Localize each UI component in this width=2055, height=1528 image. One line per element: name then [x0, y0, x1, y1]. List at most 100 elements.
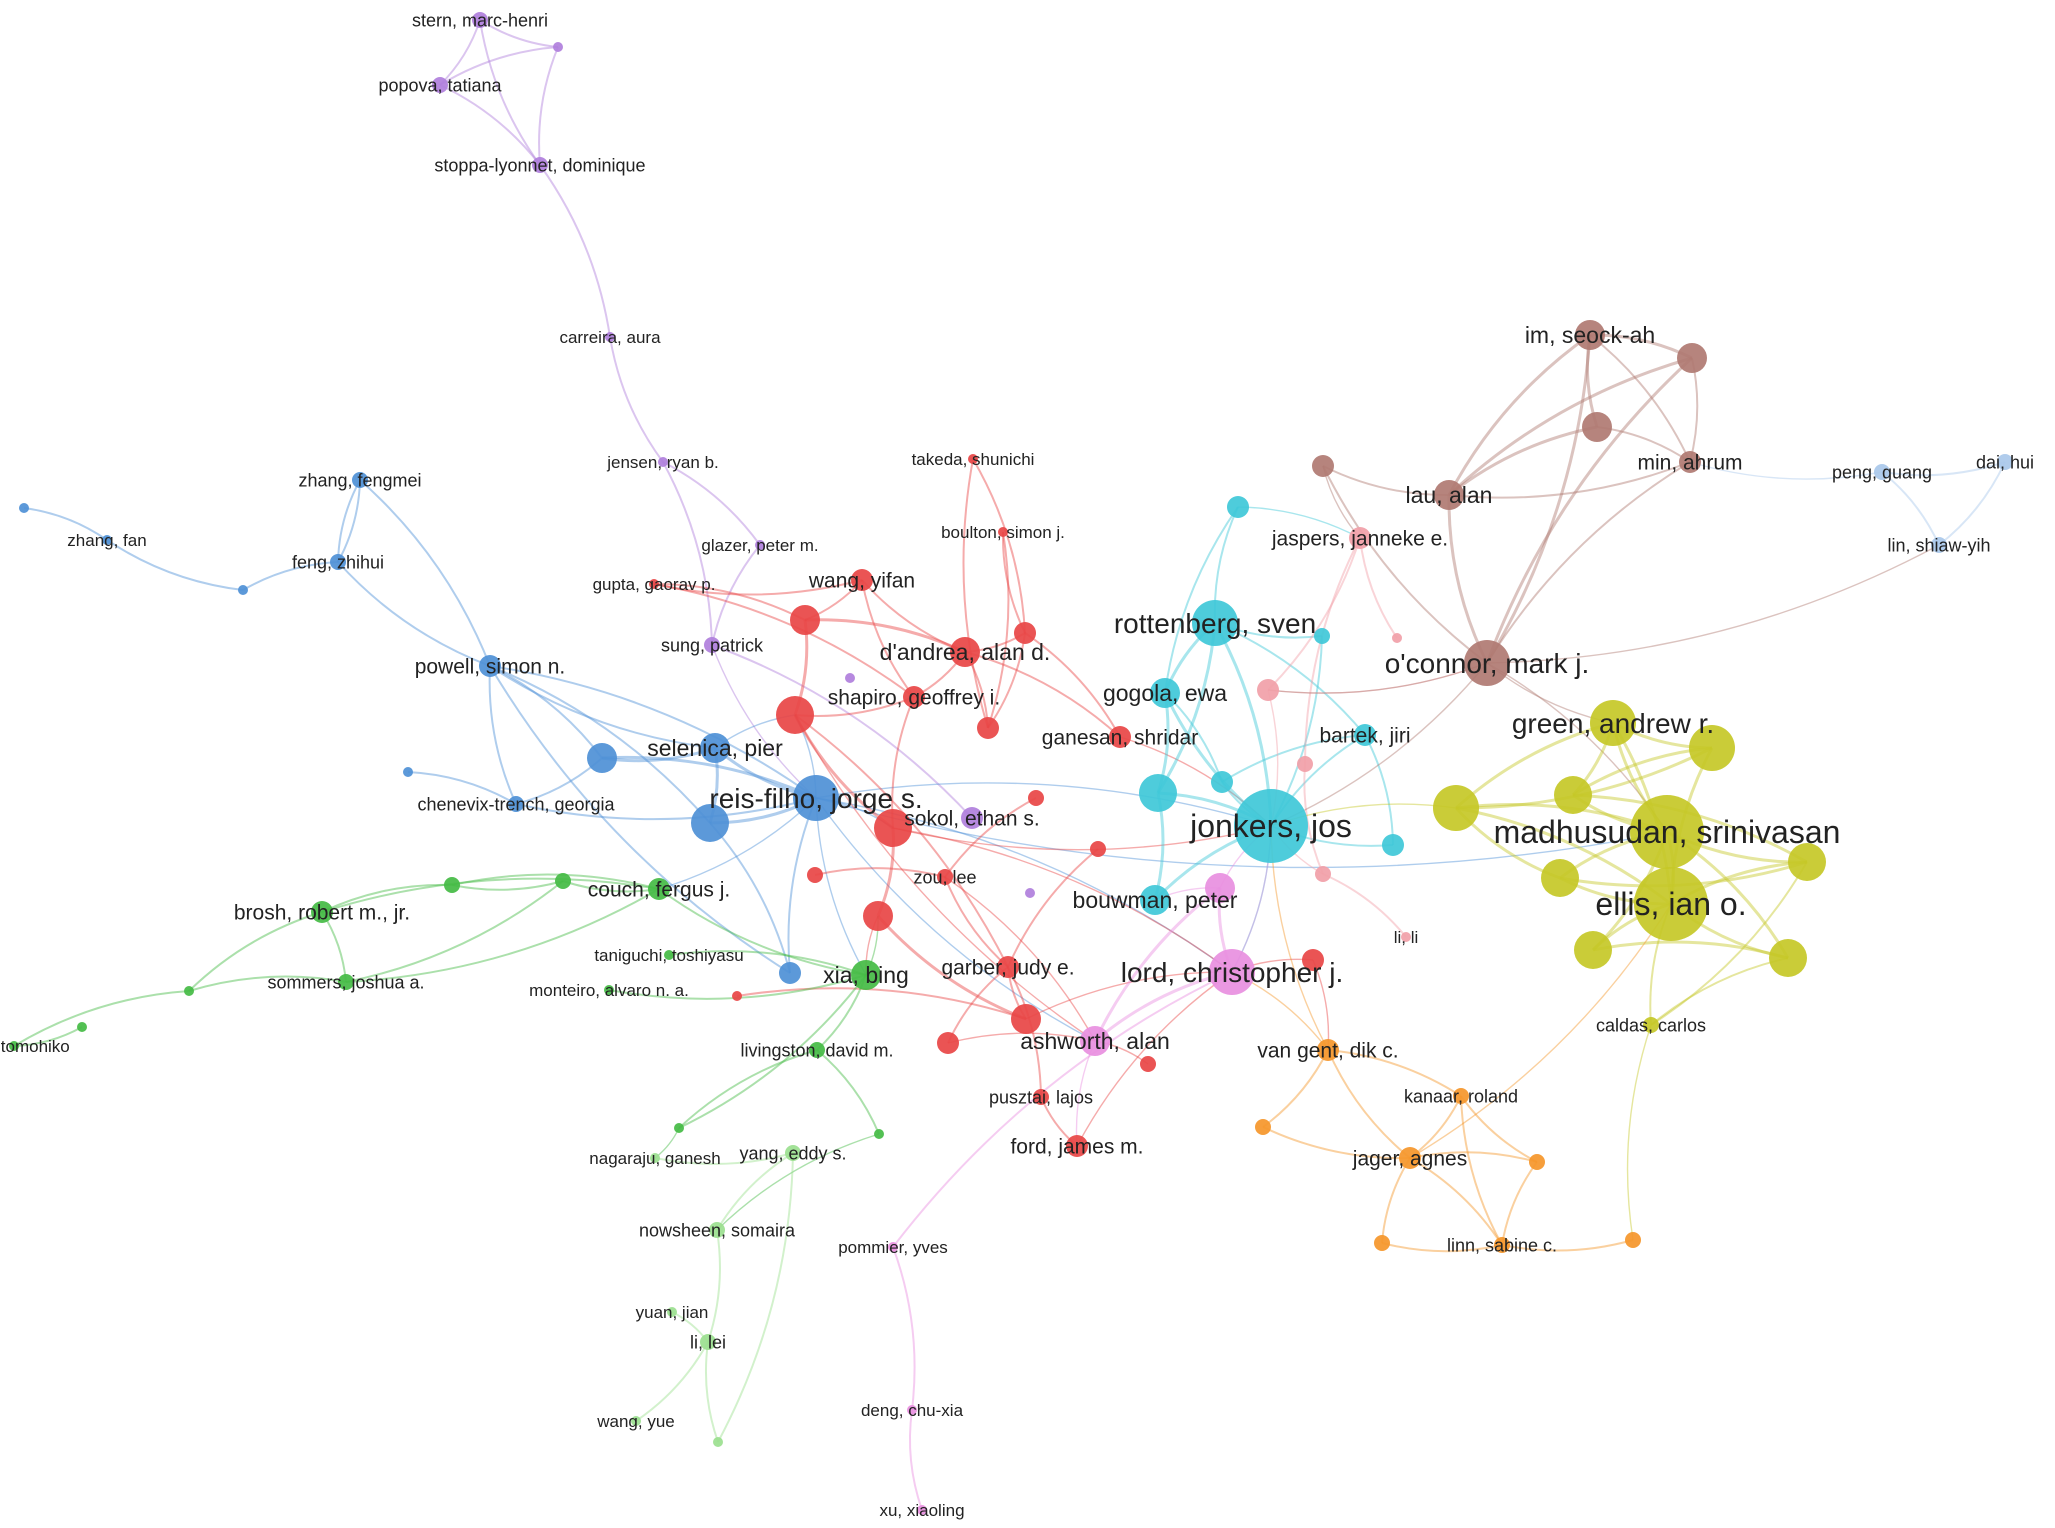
node-stern[interactable] — [472, 12, 488, 28]
node-cy5[interactable] — [1314, 628, 1330, 644]
node-linn[interactable] — [1494, 1237, 1510, 1253]
node-deng[interactable] — [907, 1405, 917, 1415]
node-taniguchi[interactable] — [664, 950, 674, 960]
node-im[interactable] — [1575, 320, 1605, 350]
node-red7[interactable] — [807, 867, 823, 883]
node-zou[interactable] — [937, 869, 953, 885]
node-lili[interactable] — [1401, 932, 1411, 942]
node-yuan[interactable] — [667, 1307, 677, 1317]
node-ye1[interactable] — [1433, 785, 1479, 831]
node-reis[interactable] — [793, 775, 839, 821]
node-sung[interactable] — [704, 637, 720, 653]
node-br3[interactable] — [1312, 455, 1334, 477]
node-red14[interactable] — [1140, 1056, 1156, 1072]
node-ye5[interactable] — [1689, 725, 1735, 771]
node-blu1[interactable] — [19, 503, 29, 513]
node-yang[interactable] — [785, 1145, 801, 1161]
node-ye6[interactable] — [1788, 843, 1826, 881]
node-chenevix[interactable] — [508, 796, 524, 812]
node-or1[interactable] — [1255, 1119, 1271, 1135]
node-wangyue[interactable] — [631, 1416, 641, 1426]
node-powell[interactable] — [479, 655, 501, 677]
node-peng[interactable] — [1874, 464, 1890, 480]
node-ganesan[interactable] — [1109, 726, 1131, 748]
node-dandrea[interactable] — [950, 637, 980, 667]
node-lilei[interactable] — [700, 1334, 716, 1350]
node-glazer[interactable] — [755, 540, 765, 550]
node-cy2[interactable] — [1211, 771, 1233, 793]
node-or2[interactable] — [1374, 1235, 1390, 1251]
node-grn3[interactable] — [184, 986, 194, 996]
node-selenica[interactable] — [700, 733, 730, 763]
node-dai[interactable] — [1997, 454, 2013, 470]
node-red10[interactable] — [937, 1032, 959, 1054]
node-ford[interactable] — [1066, 1135, 1088, 1157]
node-pur3[interactable] — [1025, 888, 1035, 898]
node-or4[interactable] — [1625, 1232, 1641, 1248]
node-ye7[interactable] — [1769, 939, 1807, 977]
node-lp1[interactable] — [1257, 679, 1279, 701]
node-red9[interactable] — [1011, 1004, 1041, 1034]
node-min[interactable] — [1679, 451, 1701, 473]
node-popova[interactable] — [432, 77, 448, 93]
node-boulton[interactable] — [998, 527, 1008, 537]
node-madhu[interactable] — [1630, 795, 1704, 869]
node-cy4[interactable] — [1382, 834, 1404, 856]
node-gupta[interactable] — [649, 579, 659, 589]
node-kanaar[interactable] — [1453, 1088, 1469, 1104]
node-jaspers[interactable] — [1349, 527, 1371, 549]
node-brosh[interactable] — [311, 901, 333, 923]
node-pusztai[interactable] — [1033, 1089, 1049, 1105]
node-ohta[interactable] — [9, 1041, 19, 1051]
node-grn1[interactable] — [444, 877, 460, 893]
node-pommier[interactable] — [888, 1242, 898, 1252]
node-red3[interactable] — [874, 809, 912, 847]
node-ellis[interactable] — [1634, 867, 1708, 941]
node-bouwman[interactable] — [1140, 885, 1170, 915]
node-jensen[interactable] — [658, 457, 668, 467]
node-jonkers[interactable] — [1234, 789, 1308, 863]
node-takeda[interactable] — [968, 454, 978, 464]
node-red11[interactable] — [1090, 841, 1106, 857]
node-red1[interactable] — [790, 605, 820, 635]
node-lg1[interactable] — [713, 1437, 723, 1447]
node-garber[interactable] — [997, 956, 1019, 978]
node-stoppa[interactable] — [532, 157, 548, 173]
node-ye4[interactable] — [1574, 931, 1612, 969]
node-green[interactable] — [1590, 700, 1636, 746]
node-shapiro[interactable] — [903, 686, 925, 708]
node-sommers[interactable] — [338, 974, 354, 990]
node-nagaraju[interactable] — [650, 1153, 660, 1163]
node-pur1[interactable] — [553, 42, 563, 52]
node-pur2[interactable] — [845, 673, 855, 683]
node-lord[interactable] — [1209, 949, 1255, 995]
node-grn6[interactable] — [874, 1129, 884, 1139]
node-blu6[interactable] — [779, 962, 801, 984]
node-vangent[interactable] — [1317, 1039, 1339, 1061]
node-nowsheen[interactable] — [709, 1222, 725, 1238]
node-red5[interactable] — [1014, 622, 1036, 644]
node-br1[interactable] — [1677, 343, 1707, 373]
node-xu[interactable] — [917, 1505, 927, 1515]
node-grn2[interactable] — [555, 873, 571, 889]
node-monteiro[interactable] — [604, 985, 614, 995]
node-xia[interactable] — [851, 960, 881, 990]
node-grn5[interactable] — [674, 1123, 684, 1133]
node-jager[interactable] — [1399, 1147, 1421, 1169]
node-bartek[interactable] — [1354, 724, 1376, 746]
node-pk1[interactable] — [1205, 873, 1235, 903]
node-red6[interactable] — [977, 717, 999, 739]
node-carreira[interactable] — [605, 332, 615, 342]
node-lp2[interactable] — [1297, 756, 1313, 772]
node-ye2[interactable] — [1554, 776, 1592, 814]
node-fengz[interactable] — [330, 554, 346, 570]
node-grn4[interactable] — [77, 1022, 87, 1032]
node-ashworth[interactable] — [1080, 1026, 1110, 1056]
node-blu4[interactable] — [403, 767, 413, 777]
node-ye3[interactable] — [1541, 859, 1579, 897]
node-br2[interactable] — [1582, 412, 1612, 442]
node-zhangfeng[interactable] — [352, 472, 368, 488]
node-rottenberg[interactable] — [1192, 600, 1238, 646]
node-gogola[interactable] — [1150, 678, 1180, 708]
node-lp3[interactable] — [1315, 866, 1331, 882]
